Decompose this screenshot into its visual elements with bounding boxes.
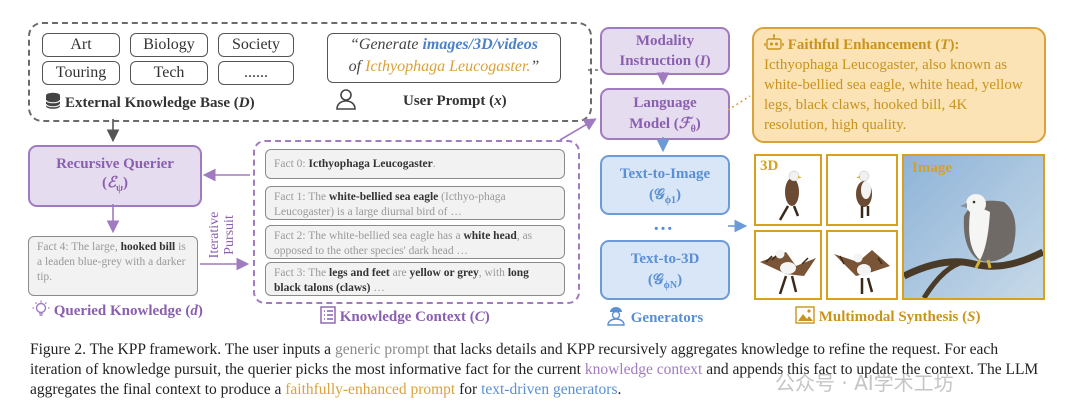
multimodal-synthesis-label: Multimodal Synthesis (S) — [795, 306, 980, 326]
figure-caption: Figure 2. The KPP framework. The user in… — [30, 341, 1039, 398]
user-prompt-box: “Generate images/3D/videos of Icthyophag… — [327, 33, 561, 83]
fact-3: Fact 3: The legs and feet are yellow or … — [265, 262, 565, 296]
kb-symbol: D — [238, 95, 250, 111]
user-prompt-label: User Prompt (x) — [335, 88, 507, 110]
text-to-3d-box: Text-to-3D (𝒢ϕN) — [600, 240, 730, 300]
eagle-3d-image-2 — [856, 170, 872, 218]
recursive-querier-box: Recursive Querier (ℰψ) — [28, 145, 202, 207]
label-3d: 3D — [760, 158, 779, 174]
recursive-querier-title: Recursive Querier — [56, 156, 174, 172]
faithful-enhancement-box: Faithful Enhancement (T): Icthyophaga Le… — [752, 27, 1046, 143]
modality-instruction-box: Modality Instruction (I) — [600, 27, 730, 75]
kb-tag-touring: Touring — [42, 61, 120, 85]
input-panel — [28, 22, 592, 122]
synthesis-3d-view-1: 3D — [754, 154, 822, 226]
iterative-pursuit-label: Iterative Pursuit — [207, 211, 237, 259]
queried-fact-box: Fact 4: The large, hooked bill is a lead… — [28, 236, 198, 296]
fact-2: Fact 2: The white-bellied sea eagle has … — [265, 225, 565, 259]
kb-tag-art: Art — [42, 33, 120, 57]
fact-0: Fact 0: Icthyophaga Leucogaster. — [265, 149, 565, 179]
kb-title: External Knowledge Base (D) — [45, 92, 255, 112]
synthesis-image: Image — [902, 154, 1045, 300]
synthesis-3d-view-3 — [754, 230, 822, 300]
knowledge-context-label: Knowledge Context (C) — [320, 306, 490, 326]
generators-ellipsis: … — [653, 213, 673, 235]
eagle-photo — [904, 156, 1043, 298]
context-to-lm-arrow — [559, 118, 597, 141]
language-model-box: Language Model (ℱθ) — [600, 88, 730, 140]
synthesis-3d-view-2 — [826, 154, 898, 226]
synthesis-3d-view-4 — [826, 230, 898, 300]
lightbulb-icon — [32, 300, 50, 316]
recursive-querier-symbol: (ℰψ) — [102, 175, 128, 194]
kb-title-text: External Knowledge Base ( — [65, 95, 239, 111]
robot-icon — [764, 34, 784, 50]
eagle-3d-image-3 — [760, 249, 816, 295]
eagle-3d-image-4 — [834, 250, 890, 294]
kb-close: ) — [249, 95, 255, 111]
database-icon — [45, 92, 61, 109]
eagle-3d-image — [778, 170, 802, 221]
worker-icon — [607, 307, 625, 326]
generators-label: Generators — [605, 306, 703, 327]
kb-tag-more: ...... — [218, 61, 294, 85]
kb-tag-tech: Tech — [130, 61, 208, 85]
lm-to-faithful-dotted — [727, 95, 751, 111]
kb-tag-biology: Biology — [130, 33, 208, 57]
fact-1: Fact 1: The white-bellied sea eagle (Ict… — [265, 186, 565, 220]
label-image: Image — [912, 160, 952, 176]
list-icon — [320, 306, 336, 324]
kb-tag-society: Society — [218, 33, 294, 57]
queried-knowledge-label: Queried Knowledge (d) — [32, 300, 203, 320]
knowledge-context-panel — [253, 140, 580, 304]
user-icon — [336, 89, 356, 110]
faithful-enhancement-text: Icthyophaga Leucogaster, also known as w… — [764, 57, 1023, 133]
text-to-image-box: Text-to-Image (𝒢ϕ1) — [600, 155, 730, 215]
watermark: 公众号 · AI学术工坊 — [775, 371, 954, 395]
image-icon — [795, 306, 815, 324]
